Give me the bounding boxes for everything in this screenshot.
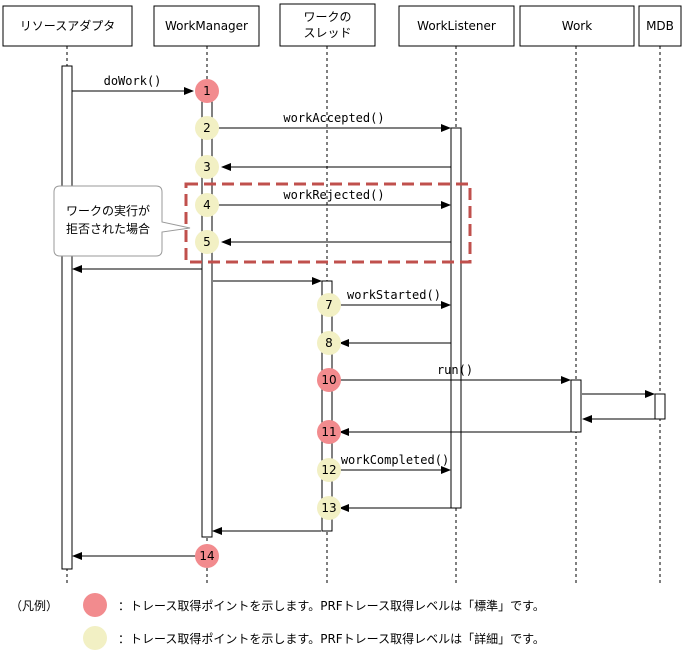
activation-bar-wk bbox=[570, 379, 582, 433]
message-label: workStarted() bbox=[347, 288, 441, 302]
trace-point-8-label: 8 bbox=[325, 336, 333, 350]
message-label: workAccepted() bbox=[283, 111, 384, 125]
activation-bar-mdb bbox=[654, 393, 666, 420]
participant-wm-box bbox=[153, 5, 260, 47]
trace-point-2 bbox=[195, 116, 219, 140]
participant-th-label: ワークのスレッド bbox=[303, 10, 351, 40]
activation-bar-wl bbox=[450, 127, 462, 509]
message-label: workRejected() bbox=[283, 188, 384, 202]
participant-mdb-box bbox=[638, 5, 682, 47]
activation-bar-ra bbox=[61, 65, 73, 570]
trace-point-7 bbox=[317, 293, 341, 317]
note-text: ワークの実行が拒否された場合 bbox=[66, 203, 150, 236]
message-label: workCompleted() bbox=[341, 453, 449, 467]
trace-point-1 bbox=[195, 79, 219, 103]
trace-point-13-label: 13 bbox=[321, 501, 336, 515]
participant-wm-label: WorkManager bbox=[165, 19, 248, 33]
trace-point-10-label: 10 bbox=[321, 373, 336, 387]
trace-point-10 bbox=[317, 368, 341, 392]
trace-point-14-label: 14 bbox=[199, 549, 214, 563]
legend-title: （凡例） bbox=[10, 599, 59, 613]
legend-detail-icon bbox=[83, 626, 107, 650]
participant-wl-box bbox=[398, 5, 515, 47]
trace-point-13 bbox=[317, 496, 341, 520]
participant-wk-box bbox=[519, 5, 635, 47]
note-callout bbox=[53, 185, 191, 257]
trace-point-14 bbox=[195, 544, 219, 568]
trace-point-3 bbox=[195, 155, 219, 179]
participant-ra-box bbox=[2, 5, 133, 47]
participant-wl-label: WorkListener bbox=[417, 19, 496, 33]
trace-point-4 bbox=[195, 193, 219, 217]
rejected-case-highlight bbox=[184, 182, 472, 264]
trace-point-2-label: 2 bbox=[203, 121, 211, 135]
legend-standard-icon bbox=[83, 593, 107, 617]
trace-point-7-label: 7 bbox=[325, 298, 333, 312]
participant-th-box bbox=[279, 3, 376, 47]
trace-point-5-label: 5 bbox=[203, 235, 211, 249]
activation-bar-th bbox=[321, 280, 333, 532]
trace-point-11-label: 11 bbox=[321, 425, 336, 439]
trace-point-12-label: 12 bbox=[321, 463, 336, 477]
legend-standard-text: ：トレース取得ポイントを示します。PRFトレース取得レベルは「標準」です。 bbox=[118, 599, 545, 613]
trace-point-5 bbox=[195, 230, 219, 254]
trace-point-4-label: 4 bbox=[203, 198, 211, 212]
trace-point-11 bbox=[317, 420, 341, 444]
trace-point-3-label: 3 bbox=[203, 160, 211, 174]
participant-ra-label: リソースアダプタ bbox=[20, 18, 115, 33]
message-label: run() bbox=[437, 363, 473, 377]
trace-point-8 bbox=[317, 331, 341, 355]
legend-detail-text: ：トレース取得ポイントを示します。PRFトレース取得レベルは「詳細」です。 bbox=[118, 632, 545, 646]
participant-wk-label: Work bbox=[562, 19, 592, 33]
trace-point-12 bbox=[317, 458, 341, 482]
participant-mdb-label: MDB bbox=[646, 19, 674, 33]
trace-point-1-label: 1 bbox=[203, 84, 211, 98]
message-label: doWork() bbox=[104, 74, 162, 88]
